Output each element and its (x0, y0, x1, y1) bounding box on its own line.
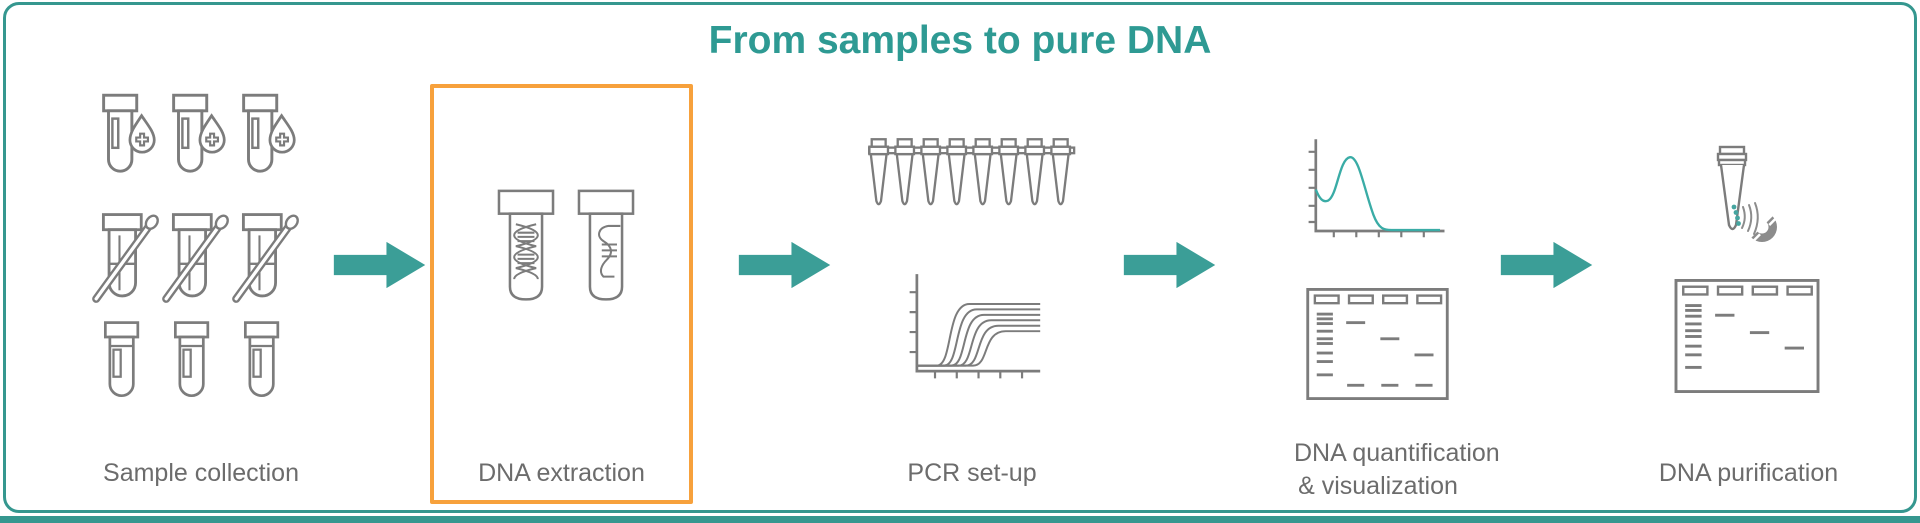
blood-tube-icon (172, 93, 226, 173)
stage-label-pcr-setup: PCR set-up (907, 459, 1037, 487)
sample-tube-icon (104, 321, 140, 398)
dna-helix-tube-icon (497, 189, 555, 301)
dna-strand-tube-icon (577, 189, 635, 301)
stage-label-dna-quantification-line2: & visualization (1298, 471, 1458, 500)
sample-tube-icon (243, 321, 280, 398)
swab-tube-icon (158, 212, 232, 306)
arrow-right-icon (1500, 241, 1593, 289)
magnet-tube-icon (1716, 145, 1785, 247)
arrow-right-icon (333, 241, 426, 289)
stage-dna-quantification: DNA quantification & visualization (1294, 101, 1500, 511)
stage-pcr-setup: PCR set-up (866, 105, 1078, 499)
page-title: From samples to pure DNA (708, 19, 1212, 62)
sample-tube-icon (173, 321, 210, 398)
stage-label-dna-extraction: DNA extraction (478, 459, 645, 487)
stage-label-dna-quantification: DNA quantification & visualization (1294, 437, 1500, 502)
arrow-right-icon (1123, 241, 1216, 289)
amplification-curves-icon (908, 272, 1042, 380)
arrow-right-icon (738, 241, 831, 289)
stage-dna-extraction: DNA extraction (430, 84, 693, 504)
stage-dna-purification: DNA purification (1656, 101, 1841, 511)
blood-tube-icon (242, 93, 296, 173)
stage-label-sample-collection: Sample collection (103, 459, 299, 487)
swab-tube-icon (88, 212, 162, 306)
swab-tube-icon (228, 212, 302, 306)
pcr-strip-tubes-icon (868, 137, 1076, 213)
diagram-card: From samples to pure DNA Sample collecti… (3, 2, 1917, 513)
highlight-box-dna-extraction (430, 84, 693, 504)
absorbance-spectrum-icon (1307, 137, 1446, 239)
blood-tube-icon (102, 93, 156, 173)
bottom-teal-bar (0, 516, 1920, 523)
stage-sample-collection: Sample collection (76, 89, 326, 499)
gel-electrophoresis-icon (1306, 288, 1449, 400)
stage-label-dna-purification: DNA purification (1658, 459, 1839, 487)
stage-label-dna-quantification-line1: DNA quantification (1294, 439, 1500, 467)
gel-electrophoresis-icon (1674, 279, 1820, 393)
